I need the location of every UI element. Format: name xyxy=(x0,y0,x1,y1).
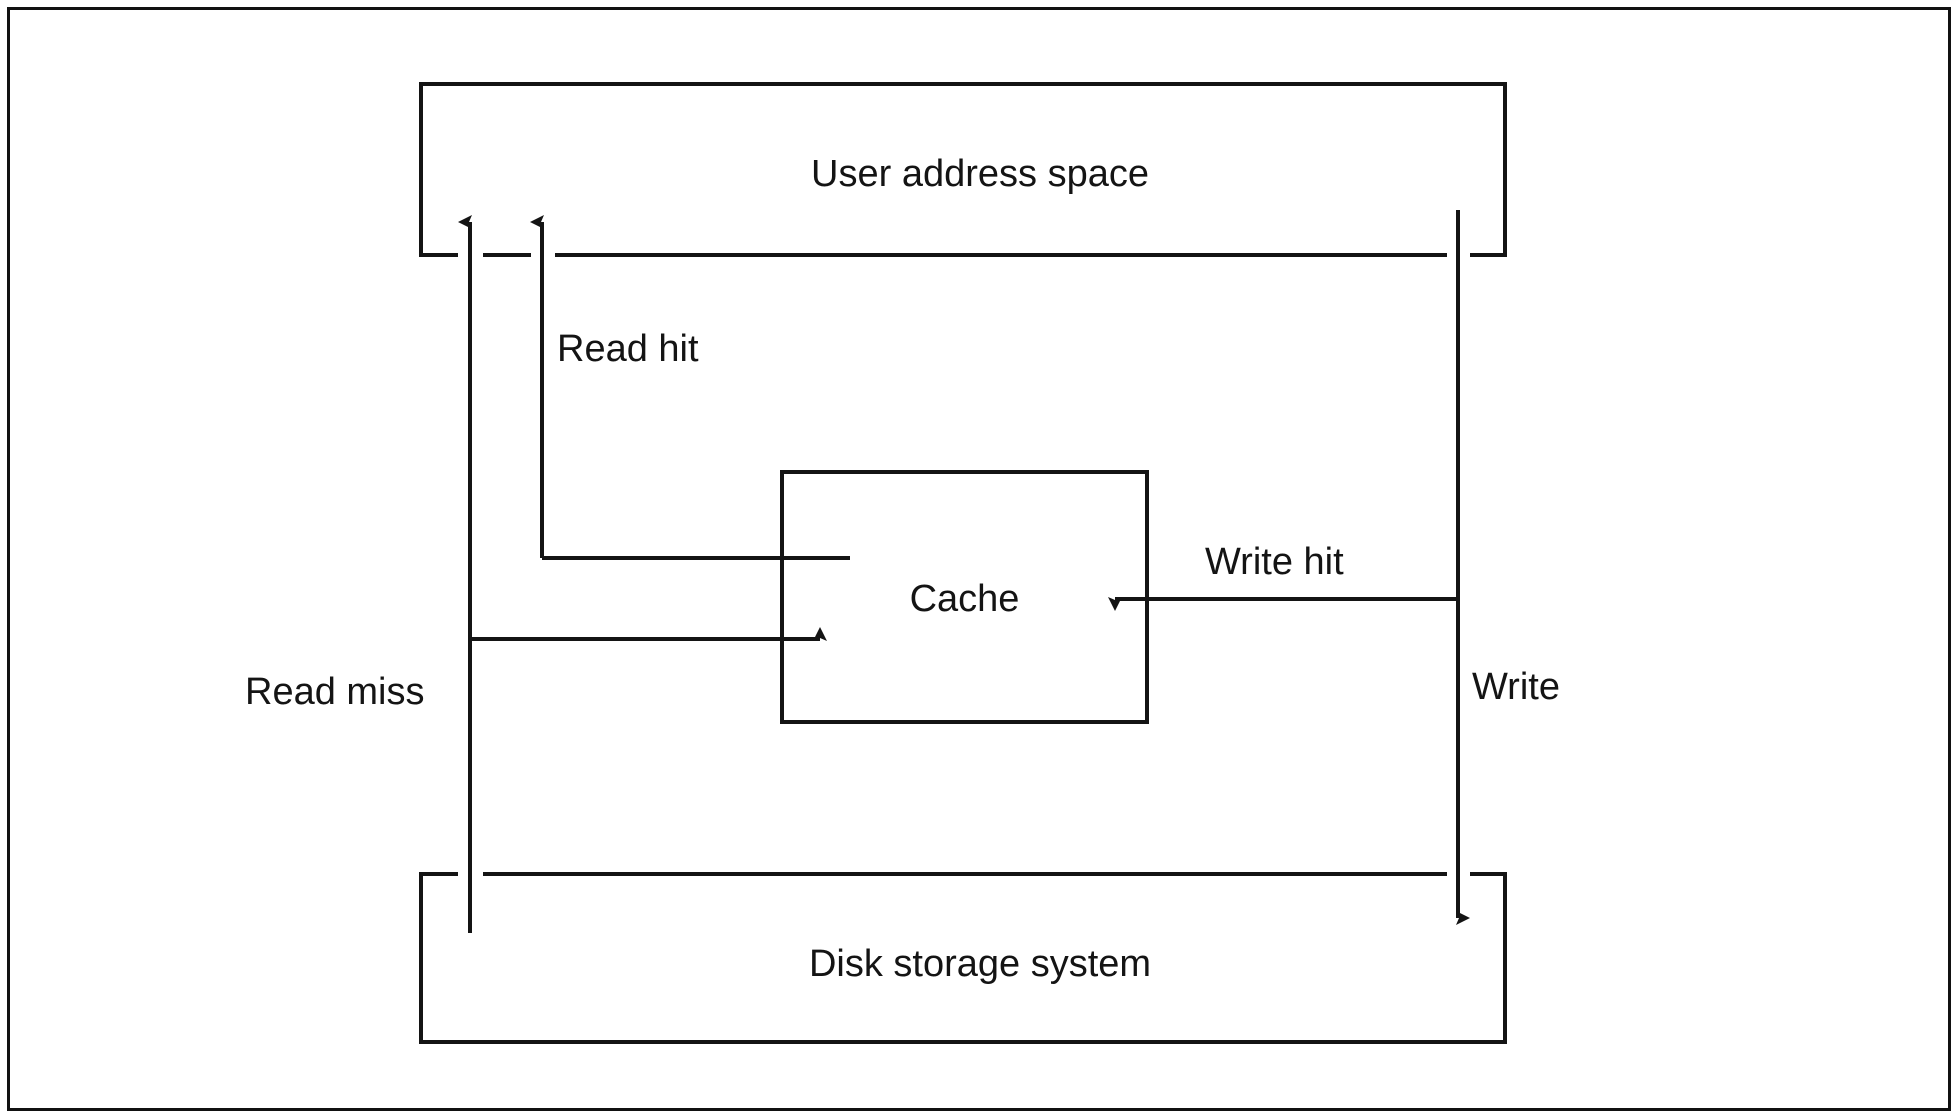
block-user-address-space xyxy=(419,82,1507,257)
block-label-cache: Cache xyxy=(909,578,1020,620)
block-label-user-address-space: User address space xyxy=(811,153,1149,195)
flow-read-hit xyxy=(530,215,850,560)
flow-label-write-hit: Write hit xyxy=(1205,541,1344,583)
block-label-disk-storage-system: Disk storage system xyxy=(808,943,1152,985)
block-disk-storage-system xyxy=(419,872,1507,1044)
flow-label-write: Write xyxy=(1472,666,1560,708)
flow-label-read-hit: Read hit xyxy=(557,328,699,370)
flow-label-read-miss: Read miss xyxy=(245,671,425,713)
outer-frame xyxy=(7,7,1951,1111)
flow-read-miss xyxy=(458,215,827,933)
